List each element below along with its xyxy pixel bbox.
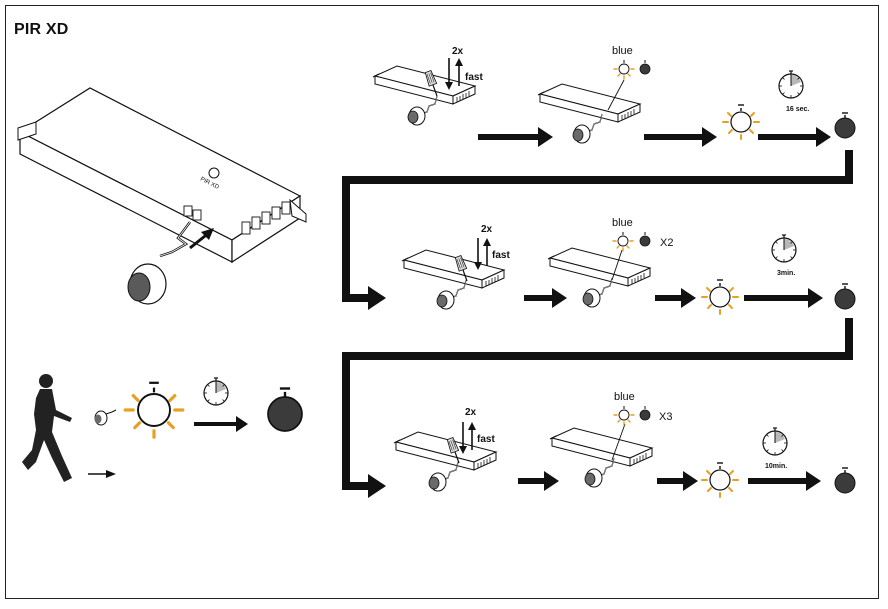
led-on-icon xyxy=(612,231,634,252)
arrow-icon xyxy=(748,471,821,491)
led-color-label: blue xyxy=(612,217,633,229)
arrow-icon xyxy=(657,471,698,491)
frame-border xyxy=(5,5,879,599)
lamp-on-icon xyxy=(701,279,739,315)
timer-icon xyxy=(203,377,229,406)
arrow-icon xyxy=(744,288,823,308)
arrow-icon xyxy=(478,127,553,147)
arrow-icon xyxy=(194,416,248,432)
timer-label: 16 sec. xyxy=(786,106,809,113)
press-count-label: 2x xyxy=(481,224,493,235)
row-3: 2x fast blue X3 10min. xyxy=(393,391,856,498)
press-count-label: 2x xyxy=(465,407,477,418)
row-1: 2x fast blue 16 sec. xyxy=(372,45,856,147)
led-off-icon xyxy=(639,231,651,247)
person-walking-icon xyxy=(22,374,116,482)
pir-sensor-icon xyxy=(94,409,117,426)
arrow-icon xyxy=(644,127,717,147)
lamp-off-icon xyxy=(834,112,856,139)
press-count-label: 2x xyxy=(452,46,464,57)
led-blinks-label: X2 xyxy=(660,237,673,249)
press-speed-label: fast xyxy=(465,72,483,83)
timer-label: 10min. xyxy=(765,463,787,470)
lamp-off-icon xyxy=(834,283,856,310)
flow-connector-2 xyxy=(342,318,853,498)
led-off-icon xyxy=(639,59,651,75)
arrow-icon xyxy=(758,127,831,147)
controller-device-illustration: PIR XD xyxy=(17,87,307,305)
page-title: PIR XD xyxy=(14,21,69,38)
press-arrows xyxy=(445,58,463,90)
timer-icon xyxy=(778,70,804,99)
lamp-on-icon xyxy=(123,381,185,439)
lamp-on-icon xyxy=(722,104,760,140)
lamp-on-icon xyxy=(701,462,739,498)
led-blinks-label: X3 xyxy=(659,411,672,423)
press-speed-label: fast xyxy=(492,250,510,261)
device-press-step xyxy=(401,249,505,310)
led-on-icon xyxy=(613,59,635,80)
led-color-label: blue xyxy=(614,391,635,403)
arrow-icon xyxy=(655,288,696,308)
device-led-step xyxy=(549,427,653,488)
press-speed-label: fast xyxy=(477,434,495,445)
flow-connector-1 xyxy=(342,150,853,310)
timer-label: 3min. xyxy=(777,270,795,277)
press-arrows xyxy=(474,238,491,270)
lamp-off-icon xyxy=(834,467,856,494)
device-led-step xyxy=(537,83,641,144)
timer-icon xyxy=(762,427,788,456)
press-arrows xyxy=(459,422,476,454)
timer-icon xyxy=(771,234,797,263)
led-on-icon xyxy=(613,405,635,426)
led-color-label: blue xyxy=(612,45,633,57)
lamp-off-icon xyxy=(266,387,304,433)
led-off-icon xyxy=(639,405,651,421)
row-2: 2x fast blue X2 3min. xyxy=(401,217,856,315)
arrow-icon xyxy=(524,288,567,308)
arrow-icon xyxy=(518,471,559,491)
